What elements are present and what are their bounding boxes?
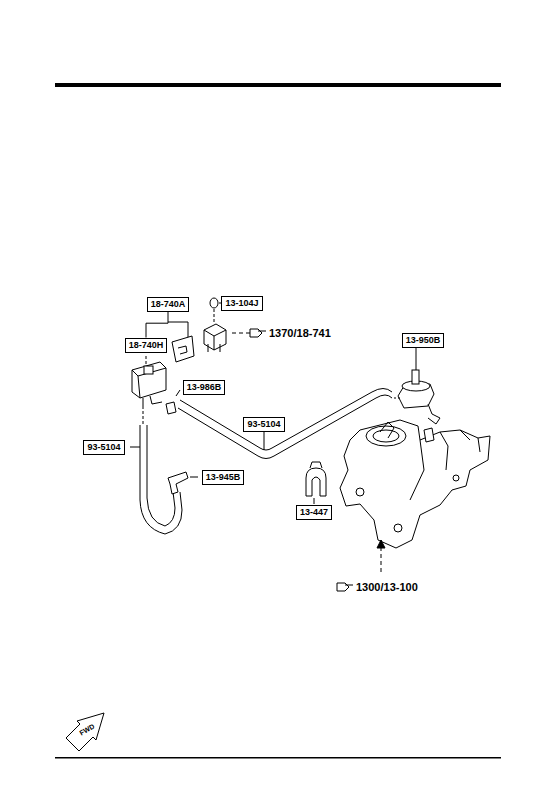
- bolt-hole: [394, 524, 402, 532]
- solenoid-port: [143, 396, 162, 406]
- leader-line: [168, 322, 188, 340]
- leader-line: [394, 398, 400, 399]
- throttle-plate: [380, 422, 394, 438]
- callout-box: 18-740A: [147, 297, 190, 312]
- reference-label: 1370/18-741: [268, 327, 332, 339]
- callout-box: 18-740H: [125, 338, 168, 353]
- fwd-arrow: [66, 713, 104, 751]
- hose-tee: [168, 472, 188, 494]
- cap-part: [210, 298, 218, 308]
- callout-box: 13-986B: [183, 380, 226, 395]
- hose-clamp: [306, 468, 326, 496]
- actuator-nipple: [412, 370, 419, 384]
- intake-manifold: [340, 420, 490, 548]
- leader-arrow: [377, 540, 385, 548]
- callout-box: 13-447: [296, 505, 332, 520]
- relay-part: [204, 324, 226, 350]
- reference-symbol: [250, 329, 266, 337]
- bolt-hole: [453, 475, 459, 481]
- leader-line: [143, 406, 144, 425]
- actuator-rod: [428, 404, 440, 424]
- callout-box: 93-5104: [243, 417, 284, 432]
- callout-number: 13-945B: [206, 472, 241, 482]
- callout-number: 13-447: [300, 507, 328, 517]
- throttle-bore: [366, 426, 406, 446]
- clamp-tab: [310, 462, 322, 468]
- manifold-fitting: [424, 428, 434, 442]
- reference-symbol: [337, 583, 353, 591]
- leader-line: [190, 477, 198, 478]
- callout-number: 13-986B: [187, 382, 222, 392]
- callout-number: 93-5104: [247, 419, 280, 429]
- leader-line: [176, 390, 180, 396]
- callout-box: 93-5104: [83, 440, 124, 455]
- bolt-hole: [356, 488, 364, 496]
- callout-box: 13-104J: [221, 296, 262, 311]
- callout-number: 18-740A: [151, 299, 186, 309]
- manifold-runner: [410, 430, 480, 500]
- leader-line: [264, 432, 265, 450]
- leader-line: [146, 356, 147, 366]
- leader-line: [416, 348, 417, 370]
- callout-number: 18-740H: [129, 340, 164, 350]
- leader-line: [214, 309, 215, 322]
- solenoid-valve: [132, 362, 166, 398]
- top-rule: [55, 83, 501, 87]
- callout-number: 93-5104: [87, 442, 120, 452]
- callout-number: 13-104J: [225, 298, 258, 308]
- throttle-bore-inner: [373, 430, 399, 442]
- callout-box: 13-950B: [402, 333, 445, 348]
- bracket-slot: [178, 346, 187, 354]
- solenoid-connector: [144, 366, 153, 374]
- callout-number: 13-950B: [406, 335, 441, 345]
- leader-line: [130, 447, 140, 448]
- mount-bracket: [172, 336, 194, 362]
- callout-box: 13-945B: [202, 470, 245, 485]
- hose-fitting: [166, 402, 176, 414]
- bracket-line: [146, 312, 168, 338]
- reference-label: 1300/13-100: [355, 581, 419, 593]
- leader-line: [314, 498, 315, 504]
- bottom-rule: [55, 757, 501, 759]
- relay-edge: [204, 330, 226, 352]
